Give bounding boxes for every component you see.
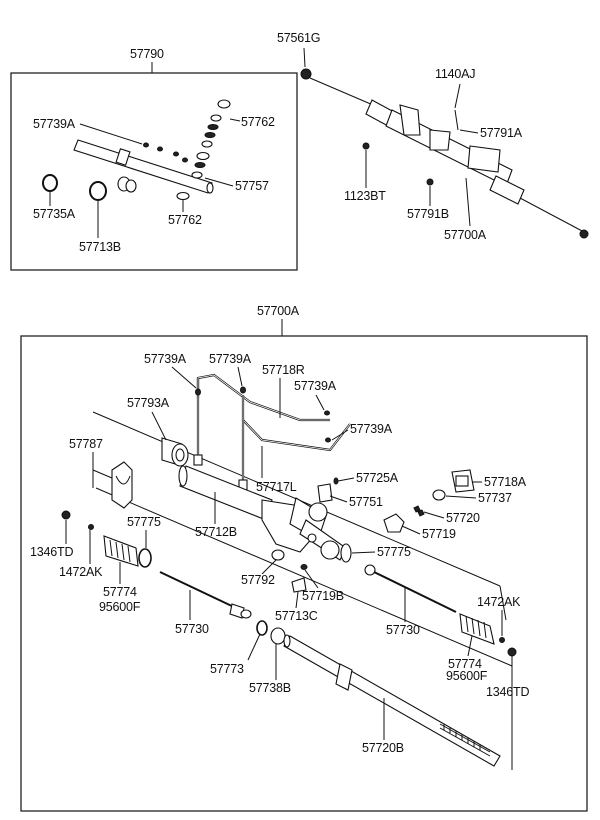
label-1140AJ: 1140AJ xyxy=(435,67,475,81)
label-57793A: 57793A xyxy=(127,396,170,410)
label-57720: 57720 xyxy=(446,511,480,525)
label-57730-left: 57730 xyxy=(175,622,209,636)
right-tie-rod-assembly xyxy=(364,564,517,657)
label-57717L: 57717L xyxy=(256,480,297,494)
label-57718A: 57718A xyxy=(484,475,527,489)
kit-small-seals xyxy=(143,99,231,201)
label-57720B: 57720B xyxy=(362,741,404,755)
exploded-section: 57700A xyxy=(20,304,588,812)
label-1472AK-left: 1472AK xyxy=(59,565,103,579)
top-section: 57790 xyxy=(10,31,589,271)
label-57773: 57773 xyxy=(210,662,244,676)
label-57718R: 57718R xyxy=(262,363,305,377)
label-57738B: 57738B xyxy=(249,681,291,695)
label-57739A-2: 57739A xyxy=(209,352,252,366)
assembly-box xyxy=(20,335,588,812)
label-57739A-1: 57739A xyxy=(144,352,187,366)
kit-sleeve xyxy=(73,139,214,194)
label-57713B: 57713B xyxy=(79,240,121,254)
label-57792: 57792 xyxy=(241,573,275,587)
label-57712B: 57712B xyxy=(195,525,237,539)
assembled-steering-gear xyxy=(300,68,589,239)
label-57713C: 57713C xyxy=(275,609,318,623)
label-1472AK-right: 1472AK xyxy=(477,595,521,609)
label-57700A-small: 57700A xyxy=(444,228,487,242)
label-57775-right: 57775 xyxy=(377,545,411,559)
label-57757: 57757 xyxy=(235,179,269,193)
label-57739A-4: 57739A xyxy=(350,422,393,436)
label-95600F-right: 95600F xyxy=(446,669,488,683)
label-57725A: 57725A xyxy=(356,471,399,485)
label-57762: 57762 xyxy=(241,115,275,129)
label-57739A: 57739A xyxy=(33,117,76,131)
label-57791A: 57791A xyxy=(480,126,523,140)
kit-rings-lower xyxy=(42,174,137,201)
label-1123BT: 1123BT xyxy=(344,189,386,203)
label-57719B: 57719B xyxy=(302,589,344,603)
bushing xyxy=(161,437,189,467)
label-57762-lower: 57762 xyxy=(168,213,202,227)
label-57774-right: 57774 xyxy=(448,657,482,671)
label-57735A: 57735A xyxy=(33,207,76,221)
label-57561G: 57561G xyxy=(277,31,320,45)
seal-kit-box xyxy=(10,72,298,271)
label-57719: 57719 xyxy=(422,527,456,541)
label-57775-left: 57775 xyxy=(127,515,161,529)
kit-box-label: 57790 xyxy=(130,47,164,61)
label-57751: 57751 xyxy=(349,495,383,509)
label-57737: 57737 xyxy=(478,491,512,505)
label-1346TD-left: 1346TD xyxy=(30,545,73,559)
left-tie-rod-assembly xyxy=(61,510,286,645)
label-57787: 57787 xyxy=(69,437,103,451)
label-57774-left: 57774 xyxy=(103,585,137,599)
label-57739A-3: 57739A xyxy=(294,379,337,393)
valve-parts xyxy=(271,469,475,593)
assembly-label: 57700A xyxy=(257,304,300,318)
mounting-clamp xyxy=(111,461,133,509)
pressure-tubes xyxy=(193,373,351,491)
label-57791B: 57791B xyxy=(407,207,449,221)
rack-bar xyxy=(283,634,501,767)
label-1346TD-right: 1346TD xyxy=(486,685,529,699)
label-95600F-left: 95600F xyxy=(99,600,141,614)
label-57730-right: 57730 xyxy=(386,623,420,637)
gear-housing xyxy=(178,465,352,563)
